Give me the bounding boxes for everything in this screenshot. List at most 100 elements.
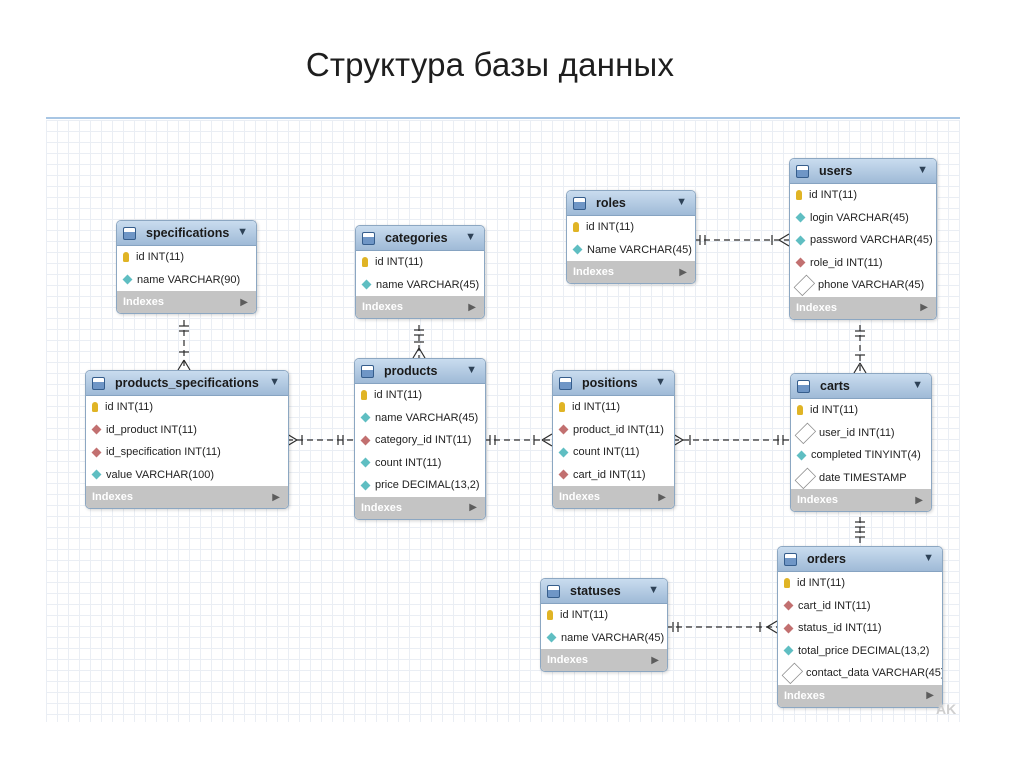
- collapse-arrow-icon[interactable]: ▼: [923, 552, 934, 564]
- nullable-column-icon: [794, 422, 817, 444]
- column-row: role_id INT(11): [790, 252, 936, 275]
- not-null-column-icon: [572, 244, 583, 255]
- column-row: category_id INT(11): [355, 429, 485, 452]
- column-row: id INT(11): [355, 384, 485, 407]
- table-icon: [784, 552, 797, 566]
- column-row: login VARCHAR(45): [790, 207, 936, 230]
- collapse-arrow-icon[interactable]: ▼: [655, 376, 666, 388]
- indexes-section[interactable]: Indexes▶: [553, 486, 674, 508]
- nullable-column-icon: [781, 662, 804, 684]
- table-orders[interactable]: orders ▼ id INT(11) cart_id INT(11) stat…: [777, 546, 943, 708]
- expand-arrow-icon[interactable]: ▶: [915, 494, 923, 506]
- column-row: completed TINYINT(4): [791, 444, 931, 467]
- expand-arrow-icon[interactable]: ▶: [679, 266, 687, 278]
- indexes-section[interactable]: Indexes▶: [356, 296, 484, 318]
- table-header[interactable]: users ▼: [790, 159, 936, 184]
- table-products-specifications[interactable]: products_specifications ▼ id INT(11) id_…: [85, 370, 289, 509]
- indexes-section[interactable]: Indexes▶: [778, 684, 942, 707]
- indexes-section[interactable]: Indexes▶: [86, 486, 288, 508]
- not-null-column-icon: [360, 412, 371, 423]
- table-header[interactable]: products_specifications ▼: [86, 371, 288, 396]
- indexes-section[interactable]: Indexes▶: [567, 261, 695, 283]
- collapse-arrow-icon[interactable]: ▼: [912, 379, 923, 391]
- column-row: password VARCHAR(45): [790, 229, 936, 252]
- collapse-arrow-icon[interactable]: ▼: [269, 376, 280, 388]
- page-title: Структура базы данных: [305, 46, 675, 83]
- not-null-column-icon: [360, 457, 371, 468]
- indexes-section[interactable]: Indexes▶: [117, 291, 256, 313]
- expand-arrow-icon[interactable]: ▶: [468, 301, 476, 313]
- table-roles[interactable]: roles ▼ id INT(11) Name VARCHAR(45) Inde…: [566, 190, 696, 284]
- not-null-column-icon: [360, 480, 371, 491]
- column-row: id_product INT(11): [86, 419, 288, 442]
- collapse-arrow-icon[interactable]: ▼: [676, 196, 687, 208]
- table-header[interactable]: specifications ▼: [117, 221, 256, 246]
- table-header[interactable]: roles ▼: [567, 191, 695, 216]
- not-null-column-icon: [795, 235, 806, 246]
- table-header[interactable]: positions ▼: [553, 371, 674, 396]
- column-row: id INT(11): [553, 396, 674, 419]
- expand-arrow-icon[interactable]: ▶: [240, 296, 248, 308]
- column-row: id INT(11): [86, 396, 288, 419]
- expand-arrow-icon[interactable]: ▶: [658, 491, 666, 503]
- table-positions[interactable]: positions ▼ id INT(11) product_id INT(11…: [552, 370, 675, 509]
- indexes-section[interactable]: Indexes▶: [541, 649, 667, 671]
- foreign-key-icon: [91, 424, 102, 435]
- expand-arrow-icon[interactable]: ▶: [920, 302, 928, 313]
- column-row: status_id INT(11): [778, 617, 942, 640]
- not-null-column-icon: [796, 450, 807, 461]
- table-icon: [796, 164, 809, 178]
- table-specifications[interactable]: specifications ▼ id INT(11) name VARCHAR…: [116, 220, 257, 314]
- table-header[interactable]: statuses ▼: [541, 579, 667, 604]
- column-row: name VARCHAR(45): [356, 274, 484, 297]
- table-header[interactable]: categories ▼: [356, 226, 484, 251]
- indexes-section[interactable]: Indexes▶: [791, 489, 931, 511]
- expand-arrow-icon[interactable]: ▶: [469, 502, 477, 513]
- primary-key-icon: [92, 402, 98, 413]
- nullable-column-icon: [794, 467, 817, 489]
- watermark: AK: [936, 701, 957, 717]
- expand-arrow-icon[interactable]: ▶: [926, 690, 934, 701]
- not-null-column-icon: [558, 447, 569, 458]
- column-row: name VARCHAR(45): [541, 627, 667, 650]
- table-statuses[interactable]: statuses ▼ id INT(11) name VARCHAR(45) I…: [540, 578, 668, 672]
- column-row: total_price DECIMAL(13,2): [778, 640, 942, 663]
- table-header[interactable]: orders ▼: [778, 547, 942, 572]
- collapse-arrow-icon[interactable]: ▼: [648, 584, 659, 596]
- indexes-section[interactable]: Indexes▶: [790, 296, 936, 319]
- foreign-key-icon: [91, 447, 102, 458]
- table-icon: [797, 379, 810, 393]
- table-users[interactable]: users ▼ id INT(11) login VARCHAR(45) pas…: [789, 158, 937, 320]
- table-products[interactable]: products ▼ id INT(11) name VARCHAR(45) c…: [354, 358, 486, 520]
- column-row: user_id INT(11): [791, 422, 931, 445]
- not-null-column-icon: [122, 274, 133, 285]
- column-row: contact_data VARCHAR(45): [778, 662, 942, 685]
- foreign-key-icon: [558, 424, 569, 435]
- column-row: id INT(11): [117, 246, 256, 269]
- collapse-arrow-icon[interactable]: ▼: [917, 164, 928, 176]
- not-null-column-icon: [546, 632, 557, 643]
- column-row: cart_id INT(11): [553, 464, 674, 487]
- indexes-section[interactable]: Indexes▶: [355, 496, 485, 519]
- table-header[interactable]: products ▼: [355, 359, 485, 384]
- primary-key-icon: [361, 390, 367, 401]
- column-row: count INT(11): [355, 452, 485, 475]
- expand-arrow-icon[interactable]: ▶: [651, 654, 659, 666]
- table-icon: [123, 226, 136, 240]
- column-row: phone VARCHAR(45): [790, 274, 936, 297]
- expand-arrow-icon[interactable]: ▶: [272, 491, 280, 503]
- column-row: count INT(11): [553, 441, 674, 464]
- not-null-column-icon: [783, 645, 794, 656]
- column-row: Name VARCHAR(45): [567, 239, 695, 262]
- table-name: categories: [385, 231, 448, 245]
- table-name: orders: [807, 552, 846, 566]
- collapse-arrow-icon[interactable]: ▼: [237, 226, 248, 238]
- collapse-arrow-icon[interactable]: ▼: [465, 231, 476, 243]
- foreign-key-icon: [783, 600, 794, 611]
- table-carts[interactable]: carts ▼ id INT(11) user_id INT(11) compl…: [790, 373, 932, 512]
- collapse-arrow-icon[interactable]: ▼: [466, 364, 477, 376]
- table-icon: [547, 584, 560, 598]
- table-categories[interactable]: categories ▼ id INT(11) name VARCHAR(45)…: [355, 225, 485, 319]
- table-name: products: [384, 364, 438, 378]
- table-header[interactable]: carts ▼: [791, 374, 931, 399]
